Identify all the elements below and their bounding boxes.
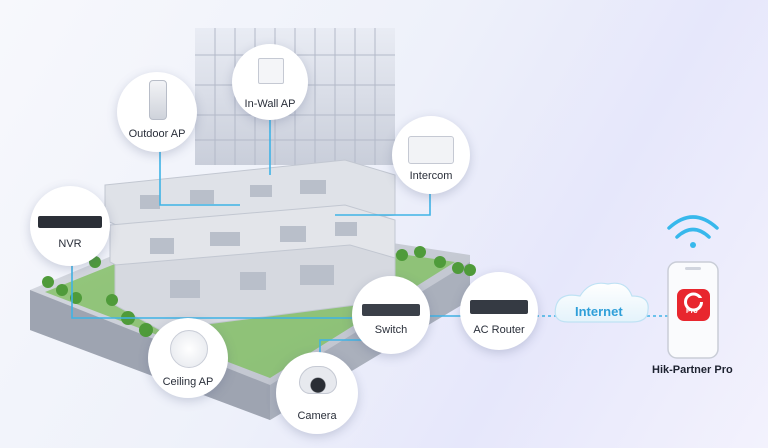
ceiling-ap-device-icon	[170, 330, 208, 368]
camera-device-icon	[299, 366, 337, 394]
app-badge: Pro	[686, 308, 698, 315]
internet-cloud	[554, 282, 649, 323]
switch-device-icon	[362, 304, 420, 316]
nvr-label: NVR	[58, 238, 82, 250]
building-floors	[104, 159, 396, 331]
internet-label: Internet	[575, 304, 623, 319]
link-outdoor-ap	[159, 150, 240, 206]
outdoor-ap-bubble[interactable]: Outdoor AP	[117, 72, 197, 152]
outdoor-ap-device-icon	[149, 80, 167, 120]
in-wall-ap-label: In-Wall AP	[244, 98, 296, 110]
in-wall-ap-bubble[interactable]: In-Wall AP	[232, 44, 308, 120]
nvr-device-icon	[38, 216, 102, 228]
intercom-label: Intercom	[409, 170, 453, 182]
camera-label: Camera	[297, 410, 337, 422]
outdoor-ap-label: Outdoor AP	[128, 128, 186, 140]
switch-bubble[interactable]: Switch	[352, 276, 430, 354]
link-nvr	[71, 252, 355, 319]
in-wall-ap-device-icon	[258, 58, 284, 84]
switch-label: Switch	[374, 324, 408, 336]
intercom-bubble[interactable]: Intercom	[392, 116, 470, 194]
hik-partner-app-icon[interactable]	[677, 289, 710, 321]
nvr-bubble[interactable]: NVR	[30, 186, 110, 266]
trees	[42, 246, 476, 337]
camera-bubble[interactable]: Camera	[276, 352, 358, 434]
link-intercom	[335, 190, 431, 216]
ac-router-label: AC Router	[473, 324, 525, 336]
ceiling-ap-bubble[interactable]: Ceiling AP	[148, 318, 228, 398]
app-name-label: Hik-Partner Pro	[652, 364, 733, 376]
ac-router-bubble[interactable]: AC Router	[460, 272, 538, 350]
ac-router-device-icon	[470, 300, 528, 314]
wifi-icon	[667, 215, 719, 248]
intercom-device-icon	[408, 136, 454, 164]
ceiling-ap-label: Ceiling AP	[162, 376, 214, 388]
